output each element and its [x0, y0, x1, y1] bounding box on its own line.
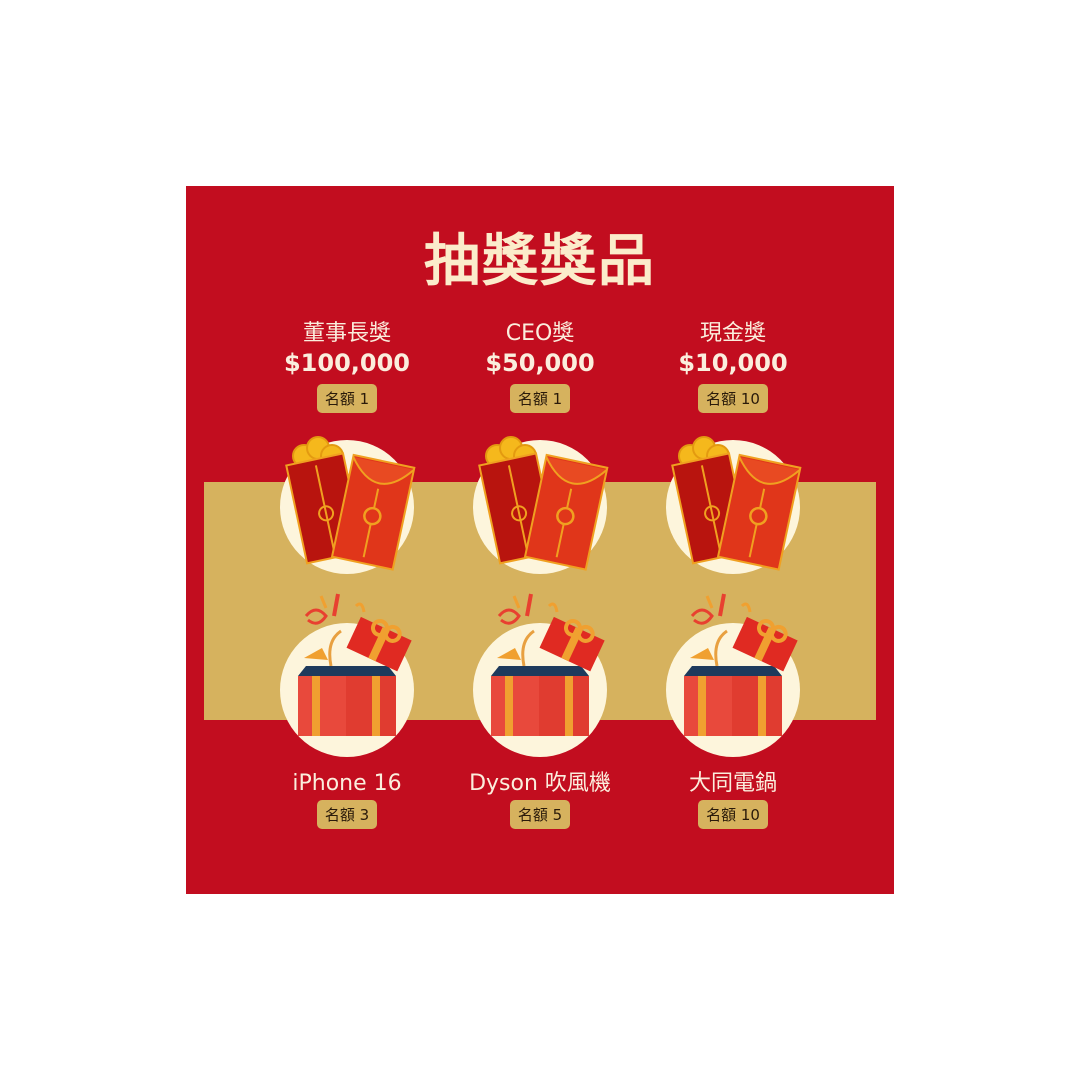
prize-rice-cooker: 大同電鍋 名額 10	[633, 770, 833, 829]
prize-name: 董事長獎	[302, 321, 391, 346]
gift-box-icon	[469, 586, 619, 738]
quota-badge: 名額 10	[698, 800, 768, 829]
red-envelope-icon	[475, 428, 625, 578]
prize-amount: $10,000	[678, 349, 788, 377]
prize-iphone: iPhone 16 名額 3	[247, 770, 447, 829]
quota-badge: 名額 1	[509, 384, 571, 413]
page-title: 抽獎獎品	[424, 229, 656, 294]
gift-box-icon	[276, 586, 426, 738]
prize-name: iPhone 16	[292, 771, 402, 796]
red-envelope-icon	[668, 428, 818, 578]
red-envelope-icon	[282, 428, 432, 578]
prize-ceo: CEO獎 $50,000 名額 1	[440, 320, 640, 413]
quota-badge: 名額 10	[698, 384, 768, 413]
quota-badge: 名額 5	[509, 800, 571, 829]
prize-amount: $50,000	[485, 349, 595, 377]
prize-name: 現金獎	[699, 321, 766, 346]
prize-dyson: Dyson 吹風機 名額 5	[440, 770, 640, 829]
prize-amount: $100,000	[283, 349, 410, 377]
prize-name: Dyson 吹風機	[469, 771, 611, 796]
quota-badge: 名額 1	[316, 384, 378, 413]
quota-badge: 名額 3	[316, 800, 378, 829]
prize-chairman: 董事長獎 $100,000 名額 1	[247, 320, 447, 413]
prize-cash: 現金獎 $10,000 名額 10	[633, 320, 833, 413]
prize-poster: 抽獎獎品 董事長獎 $100,000 名額 1 CEO獎 $50,000 名額 …	[186, 186, 894, 894]
prize-name: CEO獎	[505, 321, 575, 346]
gift-box-icon	[662, 586, 812, 738]
prize-name: 大同電鍋	[688, 771, 777, 796]
